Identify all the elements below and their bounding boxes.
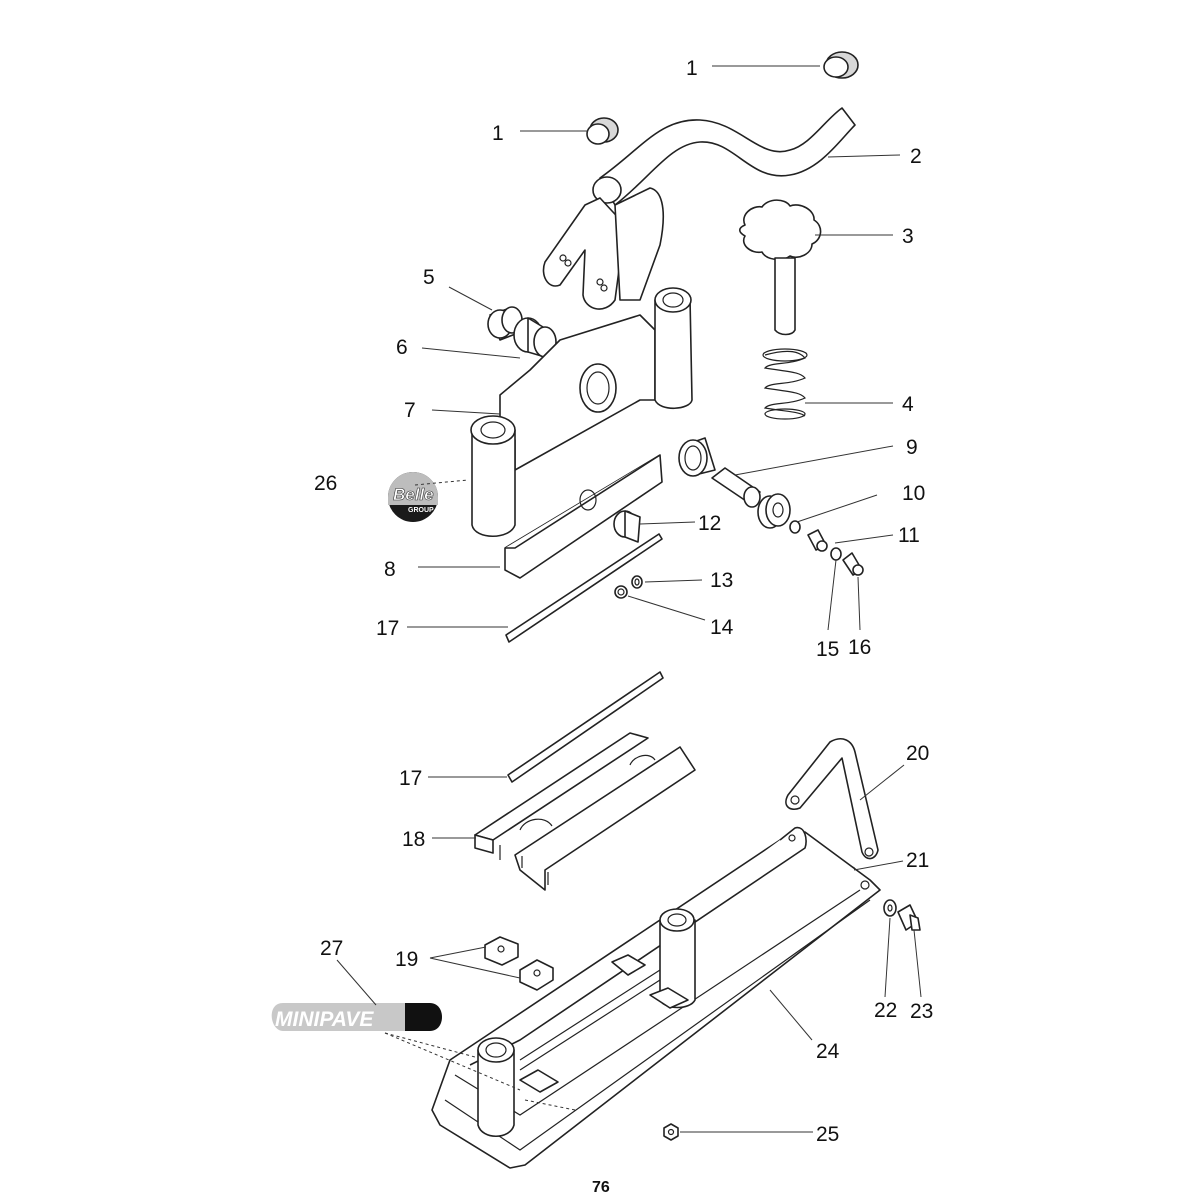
minipave-logo: MINIPAVE: [271, 1003, 442, 1031]
washer-22: [883, 899, 897, 917]
callout-17-upper: 17: [376, 617, 399, 640]
washer-13: [631, 575, 643, 589]
bush-12: [613, 510, 641, 543]
star-knob: [738, 199, 822, 336]
leader-lines: [336, 65, 922, 1133]
lower-link: [504, 454, 663, 579]
support-stand: [785, 738, 879, 860]
nut-14: [614, 585, 628, 599]
callout-18: 18: [402, 828, 425, 851]
base-frame: [431, 826, 881, 1169]
callout-10: 10: [902, 482, 925, 505]
callout-3: 3: [902, 225, 914, 248]
washer-15: [830, 547, 842, 561]
pivot-arm: [470, 287, 693, 537]
callout-7: 7: [404, 399, 416, 422]
bolt-23: [897, 904, 921, 931]
callout-26: 26: [314, 472, 337, 495]
callout-14: 14: [710, 616, 734, 639]
rubber-strip-upper: [505, 533, 663, 643]
callout-23: 23: [910, 1000, 933, 1023]
callout-5: 5: [423, 266, 435, 289]
callout-4: 4: [902, 393, 914, 416]
callout-6: 6: [396, 336, 408, 359]
callout-22: 22: [874, 999, 897, 1022]
callout-9: 9: [906, 436, 918, 459]
callout-11: 11: [898, 524, 920, 547]
cap-plug-upper: [823, 51, 859, 79]
callout-13: 13: [710, 569, 733, 592]
callout-8: 8: [384, 558, 396, 581]
callout-21: 21: [906, 849, 929, 872]
callout-1-upper: 1: [686, 57, 698, 80]
callout-17-lower: 17: [399, 767, 422, 790]
callout-19: 19: [395, 948, 418, 971]
nut-25: [663, 1123, 679, 1141]
belle-logo-brand: Belle: [393, 485, 434, 504]
bolt-16: [842, 552, 864, 576]
callout-24: 24: [816, 1040, 840, 1063]
guide-channel: [474, 732, 696, 891]
belle-group-logo: Belle GROUP: [388, 472, 438, 522]
callout-15: 15: [816, 638, 839, 661]
callout-16: 16: [848, 636, 871, 659]
callout-27: 27: [320, 937, 343, 960]
cap-plug-lower: [586, 117, 619, 145]
callout-12: 12: [698, 512, 721, 535]
callout-2: 2: [910, 145, 922, 168]
callout-20: 20: [906, 742, 929, 765]
rubber-strip-lower: [507, 671, 664, 783]
washer-screw-11: [789, 520, 828, 552]
rubber-pad-a: [484, 936, 519, 966]
pivot-pin: [678, 437, 761, 508]
handle-tube: [542, 107, 856, 310]
minipave-logo-text: MINIPAVE: [275, 1008, 374, 1031]
collar: [757, 493, 791, 529]
page-number: 76: [592, 1179, 610, 1196]
callout-25: 25: [816, 1123, 839, 1146]
rubber-pad-b: [519, 959, 554, 991]
belle-logo-tagline: GROUP: [408, 507, 434, 514]
coil-spring: [762, 348, 808, 420]
callout-1-lower: 1: [492, 122, 504, 145]
